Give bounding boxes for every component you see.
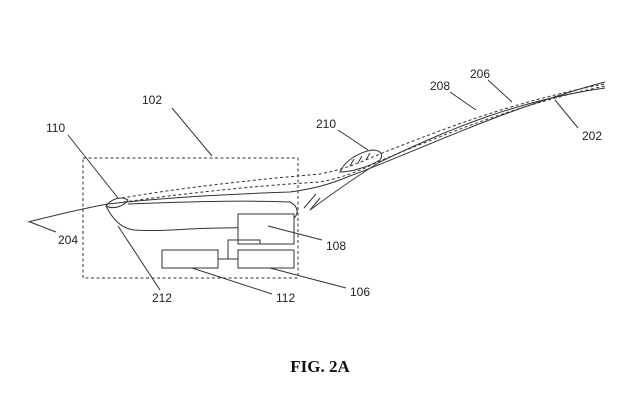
ref-label-108: 108 <box>326 239 346 253</box>
leader-206 <box>487 79 513 103</box>
component-106 <box>237 249 295 269</box>
wire-206 <box>121 83 606 199</box>
component-wiring <box>218 239 261 260</box>
figure-caption: FIG. 2A <box>290 357 350 376</box>
leader-204 <box>29 221 57 233</box>
limb-outline-lower <box>309 87 606 211</box>
leader-110 <box>67 134 119 199</box>
ref-label-110: 110 <box>46 121 65 135</box>
ref-label-210: 210 <box>316 117 336 131</box>
wire-208 <box>123 85 606 203</box>
sensor-210-hatch <box>349 152 371 167</box>
ref-label-112: 112 <box>276 291 295 305</box>
ref-label-204: 204 <box>58 233 78 247</box>
leader-212 <box>117 225 161 291</box>
ref-label-208: 208 <box>430 79 450 93</box>
leader-202 <box>554 99 579 129</box>
ref-label-106: 106 <box>350 285 370 299</box>
ref-label-202: 202 <box>582 129 602 143</box>
ref-label-212: 212 <box>152 291 172 305</box>
component-112 <box>161 249 219 269</box>
leader-208 <box>449 91 477 111</box>
leader-112 <box>191 267 273 295</box>
ref-label-102: 102 <box>142 93 162 107</box>
connector-lines <box>303 193 321 211</box>
leader-102 <box>171 107 213 157</box>
limb-outline-upper <box>27 81 606 223</box>
leader-210 <box>337 129 369 151</box>
sensor-210 <box>339 149 383 173</box>
leader-108 <box>267 225 323 241</box>
tip-element-110 <box>105 197 129 209</box>
component-108 <box>237 213 295 245</box>
device-boundary-box <box>82 157 299 279</box>
ref-label-206: 206 <box>470 67 490 81</box>
leader-106 <box>269 267 347 289</box>
